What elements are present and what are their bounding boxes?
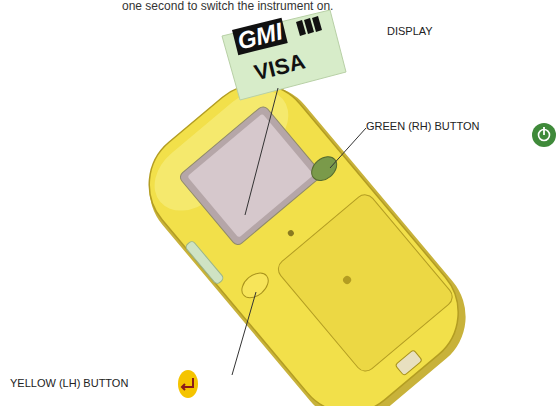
green-button (307, 152, 341, 185)
leader-line (232, 292, 256, 375)
power-icon-bar (543, 127, 545, 135)
callout-label: DISPLAY (387, 25, 433, 38)
callout-label: GREEN (RH) BUTTON (366, 120, 479, 133)
side-window (185, 240, 225, 285)
enter-arrow (182, 378, 193, 390)
leader-line (245, 88, 278, 215)
clip-socket (395, 350, 422, 376)
callout-label: YELLOW (LH) BUTTON (10, 377, 128, 390)
sensor-hole (287, 229, 295, 237)
battery-panel (274, 191, 456, 375)
enter-icon (178, 370, 198, 398)
yellow-button (237, 268, 273, 303)
leader-line (330, 128, 366, 168)
signal-bars (296, 16, 322, 36)
power-icon (532, 123, 556, 147)
instrument-body (124, 60, 488, 406)
body-shell (127, 62, 481, 406)
display-inset (222, 10, 346, 100)
screen-bezel (178, 104, 323, 246)
panel-screw (341, 274, 352, 285)
screen (187, 114, 313, 238)
body-text: one second to switch the instrument on. (122, 0, 333, 13)
